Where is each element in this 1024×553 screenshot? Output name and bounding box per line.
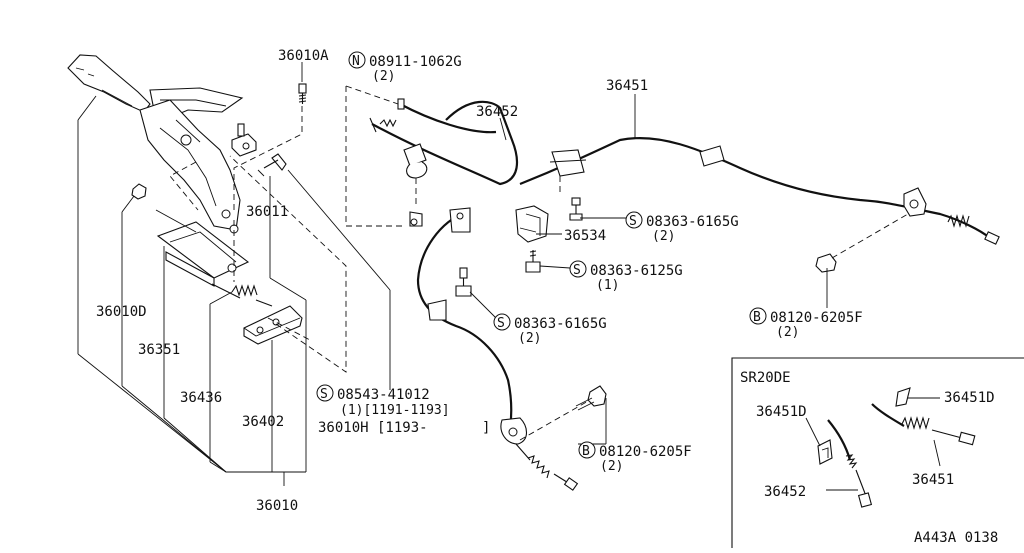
inset-title: SR20DE <box>740 370 791 386</box>
callout-n08911: N 08911-1062G (2) <box>348 51 462 84</box>
inset-label-36451D-right: 36451D <box>944 390 995 406</box>
callout-s08363b: S 08363-6125G (1) <box>569 260 683 293</box>
callout-b08120b-qty: (2) <box>600 459 623 474</box>
part-labels: 36010A 36452 36451 36011 36534 36010D 36… <box>96 48 648 514</box>
callout-s08543-qty: (1)[1191-1193] <box>340 403 450 418</box>
callout-b08120a-number: 08120-6205F <box>770 310 863 326</box>
callout-b08120a: B 08120-6205F (2) <box>749 307 863 340</box>
label-36010H: 36010H [1193- <box>318 420 428 436</box>
label-36010H-bracket: ] <box>482 420 490 436</box>
callout-s08363a-number: 08363-6165G <box>646 214 739 230</box>
callout-b08120a-prefix: B <box>753 310 761 325</box>
parking-brake-lever <box>67 54 307 345</box>
callout-s08363a-qty: (2) <box>652 229 675 244</box>
label-36534: 36534 <box>564 228 606 244</box>
callout-s08363c: S 08363-6165G (2) <box>493 313 607 346</box>
diagram-code: A443A 0138 <box>914 530 998 546</box>
callout-s08363a-prefix: S <box>629 214 637 229</box>
label-36010: 36010 <box>256 498 298 514</box>
callout-s08363c-prefix: S <box>497 316 505 331</box>
cable-hardware <box>455 176 909 411</box>
label-36402: 36402 <box>242 414 284 430</box>
callout-leader-lines <box>301 62 828 445</box>
label-36011: 36011 <box>246 204 288 220</box>
callout-s08363b-number: 08363-6125G <box>590 263 683 279</box>
callout-b08120a-qty: (2) <box>776 325 799 340</box>
left-rear-cable <box>416 207 591 491</box>
callout-s08543-prefix: S <box>320 387 328 402</box>
callout-s08363b-qty: (1) <box>596 278 619 293</box>
callout-s08543: S 08543-41012 (1)[1191-1193] <box>316 384 450 418</box>
callout-s08363a: S 08363-6165G (2) <box>625 211 739 244</box>
inset-label-36451D-left: 36451D <box>756 404 807 420</box>
callout-s08363c-qty: (2) <box>518 331 541 346</box>
callout-n08911-qty: (2) <box>372 69 395 84</box>
callout-n08911-prefix: N <box>352 54 360 69</box>
callout-s08543-number: 08543-41012 <box>337 387 430 403</box>
callout-s08363c-number: 08363-6165G <box>514 316 607 332</box>
label-36451: 36451 <box>606 78 648 94</box>
sr20de-inset: SR20DE 36451D 36451D 36451 36452 <box>731 357 1024 548</box>
label-36351: 36351 <box>138 342 180 358</box>
label-36436: 36436 <box>180 390 222 406</box>
inset-label-36451: 36451 <box>912 472 954 488</box>
callout-b08120b-number: 08120-6205F <box>599 444 692 460</box>
label-36452: 36452 <box>476 104 518 120</box>
lever-dashed-guides <box>169 106 347 373</box>
label-36010A: 36010A <box>278 48 329 64</box>
inset-label-36452: 36452 <box>764 484 806 500</box>
callout-b08120b: B 08120-6205F (2) <box>578 441 692 474</box>
front-cable-36452 <box>345 85 519 227</box>
left-leader-lines <box>77 95 391 486</box>
rear-cable-36451 <box>519 136 1000 245</box>
label-36010D: 36010D <box>96 304 147 320</box>
callout-n08911-number: 08911-1062G <box>369 54 462 70</box>
callout-s08363b-prefix: S <box>573 263 581 278</box>
callout-b08120b-prefix: B <box>582 444 590 459</box>
